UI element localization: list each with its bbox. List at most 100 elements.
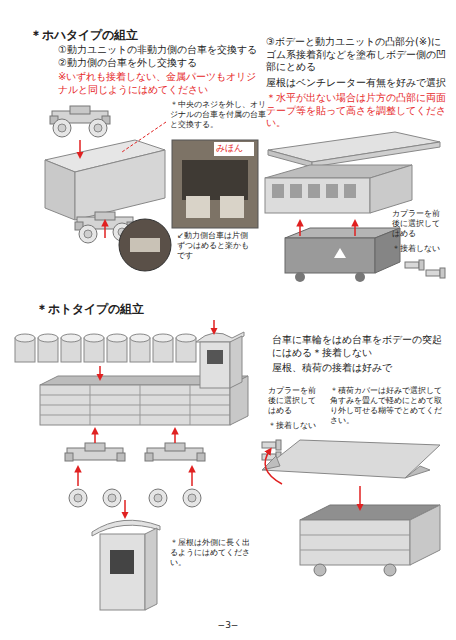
coach-body-figure bbox=[326, 184, 338, 198]
inset-photo bbox=[130, 238, 160, 252]
coach-body-figure bbox=[370, 165, 412, 213]
open-wagon-figure bbox=[174, 430, 176, 443]
coach-body-figure bbox=[344, 184, 356, 198]
step-text: 屋根、積荷の接着は好みで bbox=[272, 362, 450, 375]
coach-body-figure bbox=[295, 272, 305, 282]
cab-figure bbox=[124, 500, 126, 516]
open-wagon-figure bbox=[191, 468, 193, 486]
open-wagon-figure bbox=[40, 395, 230, 396]
open-wagon-figure bbox=[200, 342, 230, 388]
callout-note: ＊屋根は外側に長く出るようにはめてください。 bbox=[170, 538, 256, 568]
coach-body-figure bbox=[355, 272, 365, 282]
open-wagon-figure bbox=[149, 489, 167, 507]
load-cover-figure bbox=[410, 505, 440, 565]
open-wagon-figure bbox=[90, 385, 91, 425]
open-wagon-figure bbox=[84, 334, 104, 362]
open-wagon-figure bbox=[69, 489, 87, 507]
coach-body-figure bbox=[285, 238, 375, 273]
coach-body-figure bbox=[265, 132, 445, 282]
load-cover-figure bbox=[300, 535, 410, 536]
open-wagon-figure bbox=[77, 468, 79, 486]
load-cover-figure bbox=[359, 486, 361, 508]
step-text: ②動力側の台車を外し交換する bbox=[58, 57, 262, 70]
sample-photo bbox=[186, 196, 210, 218]
open-wagon-figure bbox=[99, 366, 101, 378]
callout-note: カプラーを前後に選択してはめる bbox=[268, 386, 322, 416]
open-wagon-figure bbox=[153, 334, 173, 362]
open-wagon-figure bbox=[183, 489, 201, 507]
cab-figure bbox=[110, 550, 134, 574]
motor-unit-figure bbox=[89, 119, 107, 137]
callout-note: ＊積荷カバーは好みで選択して角すみを畳んで軽めにとめて取り外し可せる糊等でとめて… bbox=[330, 386, 448, 426]
callout-note: ＊中央のネジを外し、オリジナルの台車を付属の台車と交換する。 bbox=[170, 100, 266, 130]
sample-photo bbox=[172, 140, 258, 228]
callout-note: ↙動力側台車は片側ずつはめると楽かもです bbox=[177, 231, 251, 261]
open-wagon-figure bbox=[130, 334, 150, 362]
open-wagon-figure bbox=[140, 385, 141, 425]
section-heading: ＊ホハタイプの組立 bbox=[30, 28, 190, 43]
load-cover-figure bbox=[300, 550, 410, 551]
load-cover-figure bbox=[405, 466, 430, 478]
motor-unit-figure bbox=[104, 222, 106, 238]
open-wagon-figure bbox=[107, 334, 127, 362]
cab-figure bbox=[100, 534, 145, 610]
motor-unit-figure bbox=[75, 150, 165, 220]
motor-unit-figure bbox=[79, 225, 97, 243]
callout-note: カプラーを前後に選択してはめる bbox=[392, 209, 446, 239]
step-text: 屋根はベンチレーター有無を好みで選択 bbox=[266, 77, 450, 90]
motor-unit-figure bbox=[53, 119, 71, 137]
section-heading: ＊ホトタイプの組立 bbox=[36, 302, 196, 317]
step-text: ③ボデーと動力ユニットの凸部分(※)にゴム系接着剤などを塗布しボデー側の凹部にと… bbox=[266, 36, 450, 74]
sample-photo bbox=[214, 142, 254, 156]
warning-note: ※いずれも接着しない、金属パーツもオリジナルと同じようにはめてください bbox=[58, 71, 258, 96]
motor-unit-figure bbox=[45, 160, 75, 220]
cab-figure bbox=[92, 500, 160, 610]
step-text: 台車に車輪をはめ台車をボデーの突起にはめる＊接着しない bbox=[272, 334, 450, 359]
motor-unit-figure bbox=[79, 140, 81, 156]
page-number: −3− bbox=[196, 620, 260, 631]
load-cover-figure bbox=[314, 564, 326, 576]
coach-body-figure bbox=[268, 150, 312, 167]
open-wagon-figure bbox=[40, 415, 230, 416]
callout-note: ＊接着しない bbox=[392, 244, 446, 254]
sample-photo bbox=[220, 196, 244, 218]
open-wagon-figure bbox=[190, 385, 191, 425]
coach-body-figure bbox=[299, 222, 301, 236]
load-cover-figure bbox=[384, 564, 396, 576]
coach-body-figure bbox=[405, 260, 424, 270]
cab-figure bbox=[145, 528, 157, 610]
warning-note: ＊水平が出ない場合は片方の凸部に両面テープ等を貼って高さを調整してください。 bbox=[266, 92, 450, 130]
coach-body-figure bbox=[308, 184, 320, 198]
open-wagon-figure bbox=[61, 334, 81, 362]
coach-body-figure bbox=[290, 184, 302, 198]
coach-body-figure bbox=[334, 248, 346, 258]
photo-label: みほん bbox=[216, 143, 254, 154]
motor-unit-figure bbox=[122, 122, 166, 152]
load-cover-figure bbox=[262, 440, 440, 478]
sample-photo bbox=[172, 140, 258, 228]
sample-photo bbox=[182, 160, 248, 200]
open-wagon-figure bbox=[176, 334, 196, 362]
coach-body-figure bbox=[312, 142, 440, 167]
coach-body-figure bbox=[426, 268, 445, 278]
open-wagon-figure bbox=[15, 320, 281, 507]
inset-photo bbox=[119, 219, 171, 271]
coach-body-figure bbox=[272, 184, 284, 198]
inset-photo bbox=[119, 219, 171, 271]
open-wagon-figure bbox=[40, 385, 230, 425]
load-cover-figure bbox=[300, 520, 410, 565]
coach-body-figure bbox=[265, 178, 370, 213]
open-wagon-figure bbox=[65, 443, 125, 461]
load-cover-figure bbox=[262, 440, 440, 576]
open-wagon-figure bbox=[38, 334, 58, 362]
load-cover-figure bbox=[265, 450, 282, 484]
coach-body-figure bbox=[354, 222, 356, 236]
open-wagon-figure bbox=[145, 443, 205, 461]
open-wagon-figure bbox=[207, 350, 223, 364]
open-wagon-figure bbox=[15, 334, 35, 362]
step-text: ①動力ユニットの非動力側の台車を交換する bbox=[58, 44, 262, 57]
open-wagon-figure bbox=[94, 430, 96, 443]
open-wagon-figure bbox=[213, 320, 215, 332]
